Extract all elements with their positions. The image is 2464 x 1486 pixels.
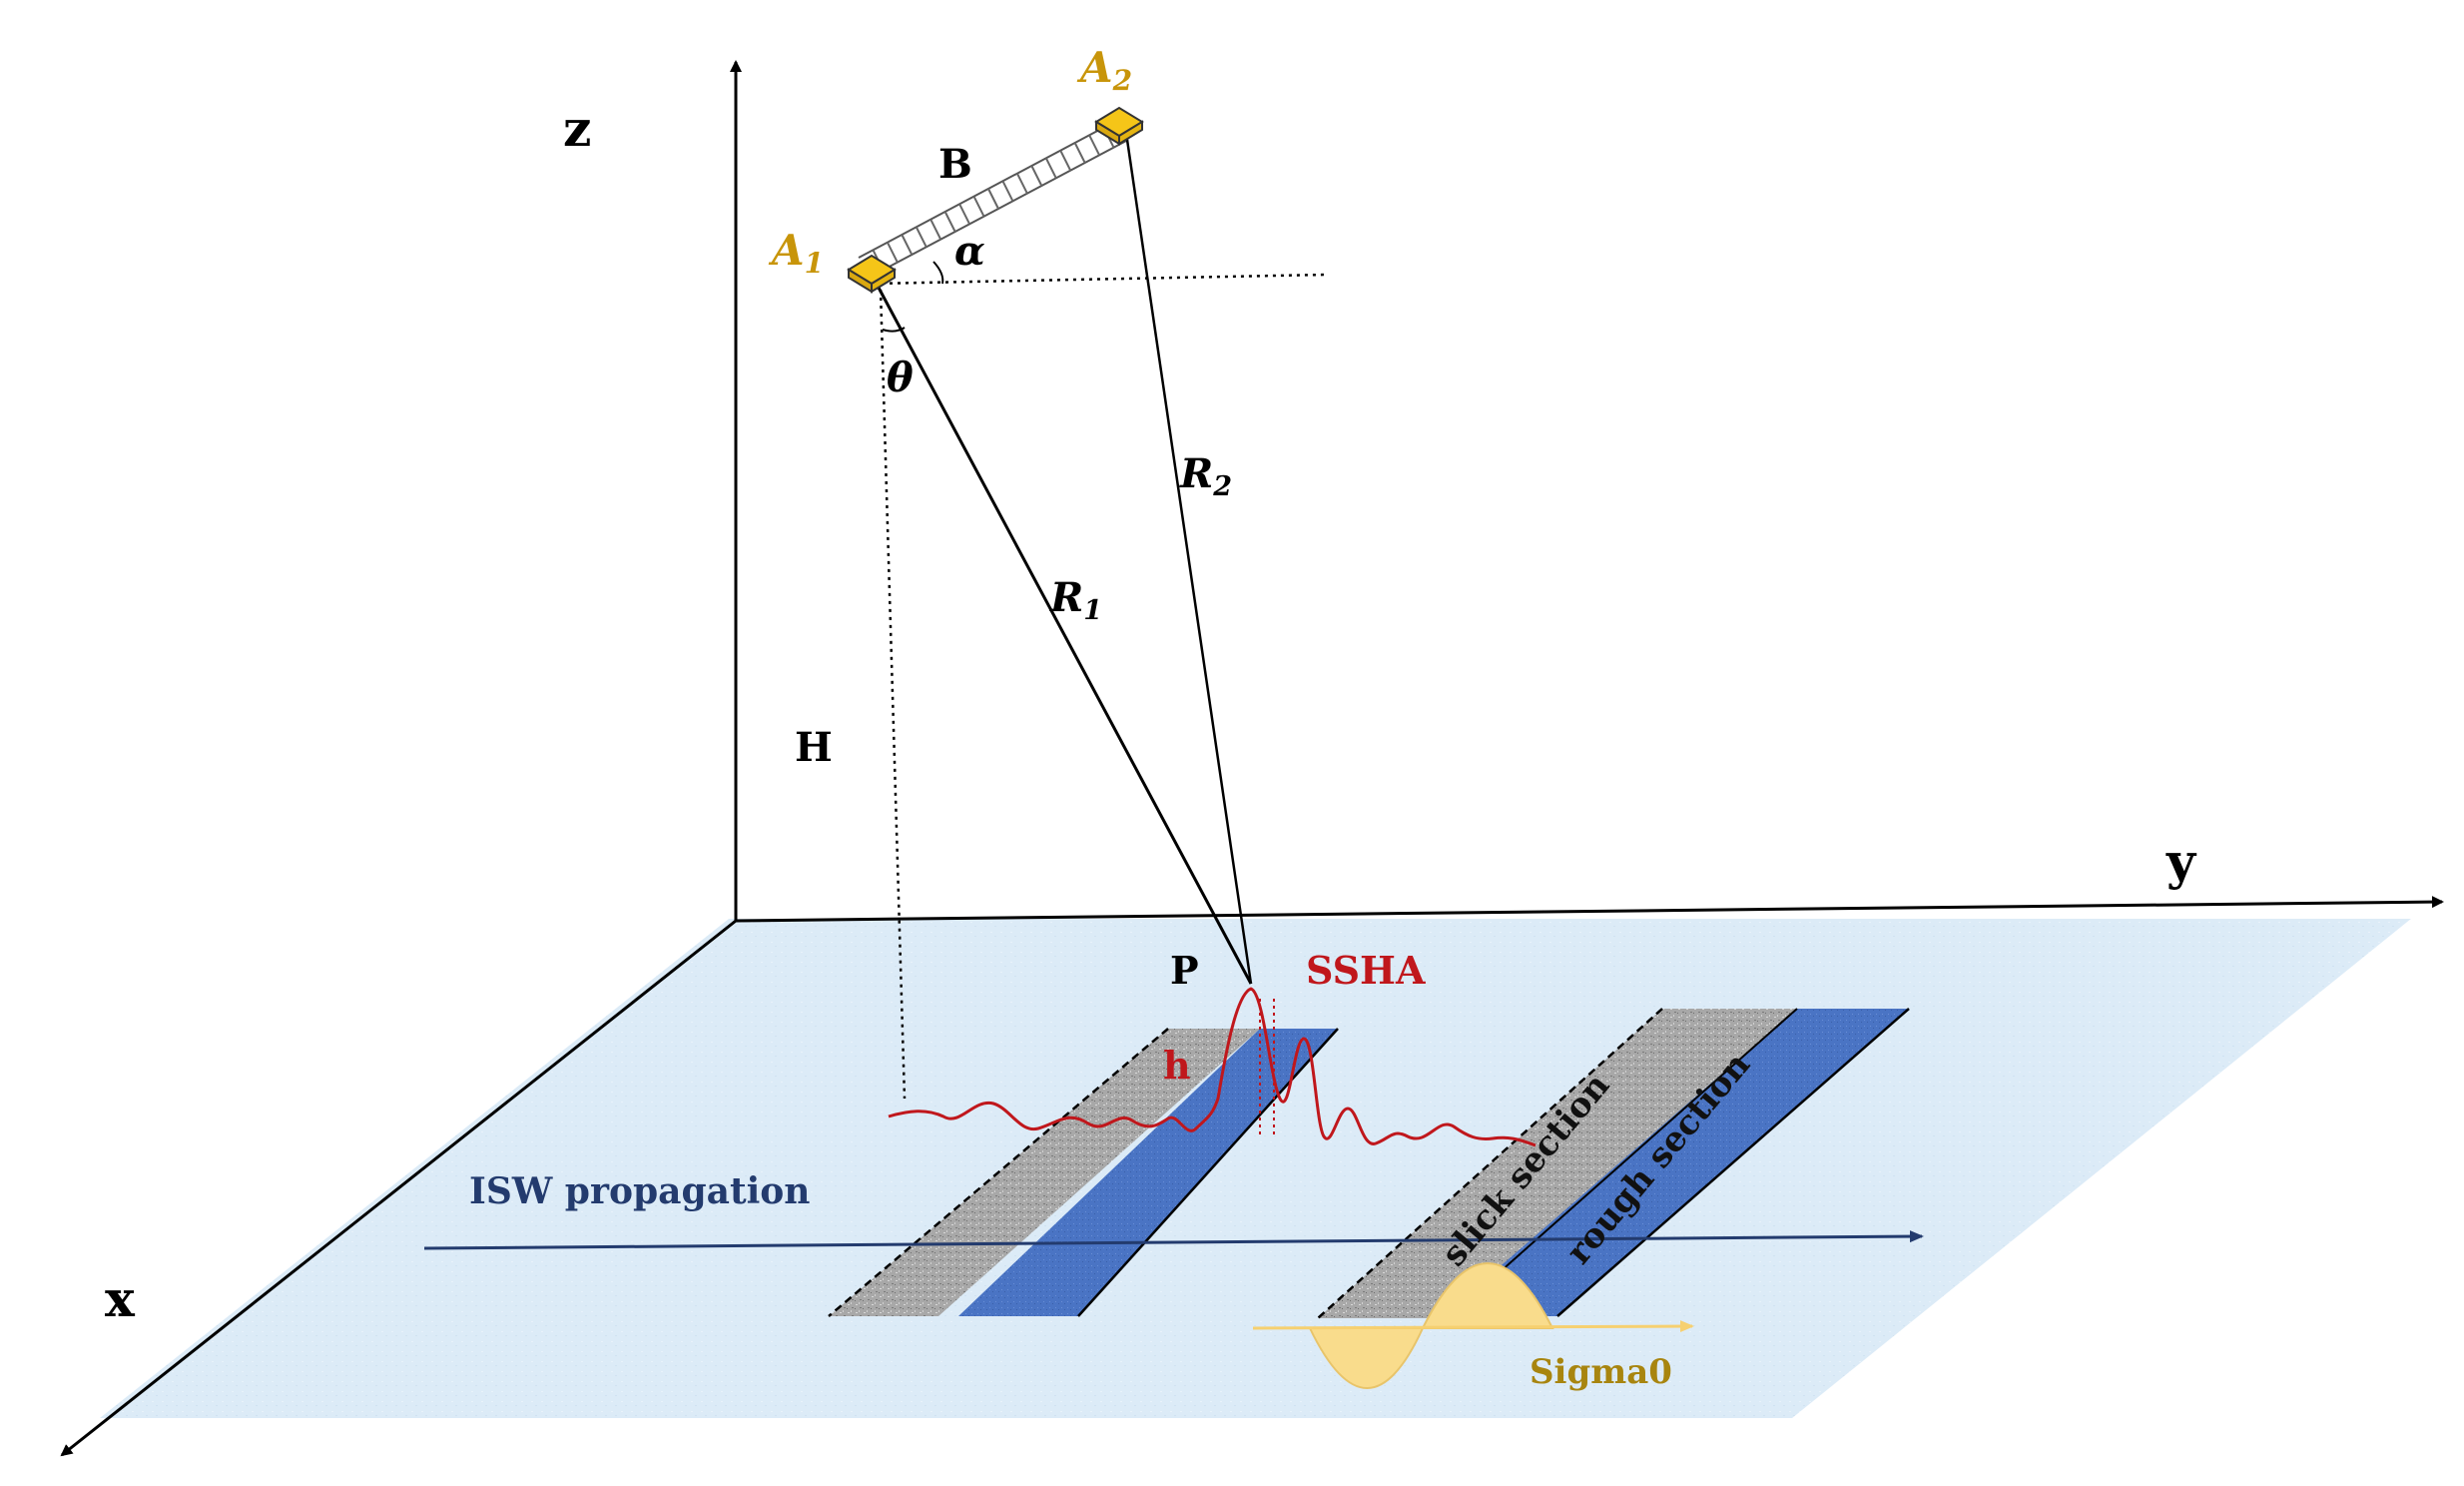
range-r1 [877, 287, 1253, 985]
antenna-a2 [1094, 106, 1144, 146]
baseline-label: B [938, 141, 972, 188]
strip-1-dashed-edge [828, 1028, 1169, 1317]
alpha-label: α [954, 228, 985, 275]
sigma0-axis [1252, 1320, 1694, 1333]
baseline-rung [901, 234, 914, 256]
strip-2-divider [1447, 1008, 1798, 1319]
alpha-arc [932, 261, 944, 285]
point-p-label: P [1170, 948, 1199, 993]
baseline-rung [1030, 165, 1043, 187]
baseline-rung [1088, 134, 1101, 156]
baseline-rung [915, 226, 927, 248]
baseline-rung [1073, 142, 1086, 164]
antenna-a1 [847, 254, 897, 294]
r2-label: R2 [1179, 450, 1232, 502]
height-label: H [795, 724, 833, 771]
a1-label: A1 [768, 226, 824, 280]
baseline-rung [987, 188, 999, 210]
baseline-rungs [872, 127, 1115, 271]
theta-arc [882, 327, 906, 333]
y-axis-label: y [2165, 832, 2197, 891]
strip-2-edge [1556, 1008, 1910, 1317]
x-axis-label: x [105, 1269, 136, 1328]
sigma0-crest [1421, 1262, 1554, 1329]
ssha-signal [888, 987, 1537, 1147]
x-axis [60, 919, 737, 1457]
r1-label: R1 [1049, 574, 1102, 626]
strip-1-edge [1077, 1028, 1339, 1317]
theta-label: θ [887, 355, 914, 401]
baseline-rung [943, 211, 956, 233]
baseline-rung [929, 219, 942, 241]
ssha-label: SSHA [1306, 948, 1426, 993]
baseline-rung [886, 242, 899, 264]
horizontal-reference [873, 273, 1327, 286]
y-axis [735, 896, 2444, 923]
a2-label: A2 [1076, 43, 1132, 97]
h-label: h [1163, 1043, 1191, 1088]
z-axis-label: z [563, 99, 591, 158]
baseline-rung [972, 196, 985, 218]
baseline-rung [1001, 180, 1014, 202]
baseline-rung [958, 203, 971, 225]
sigma0-trough [1308, 1327, 1425, 1389]
baseline-rung [1044, 157, 1057, 179]
baseline-rung [1059, 150, 1072, 172]
baseline-rung [1015, 173, 1028, 195]
isw-propagation-label: ISW propagation [469, 1170, 810, 1212]
range-r2 [1124, 132, 1253, 985]
isw-propagation-arrow [423, 1230, 1924, 1250]
sigma0-label: Sigma0 [1530, 1352, 1672, 1392]
